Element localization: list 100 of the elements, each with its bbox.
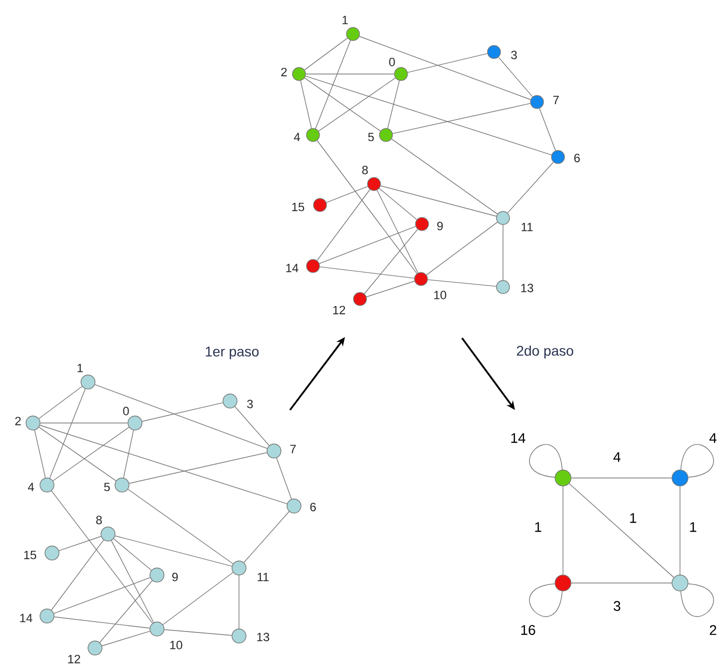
vertex-number: 12 [333, 306, 346, 314]
graph-edge [111, 540, 154, 623]
vertex-number: 4 [28, 482, 34, 492]
graph-vertex [232, 628, 246, 644]
vertex-number: 6 [310, 502, 316, 512]
graph-vertex [554, 470, 572, 486]
graph-edge [238, 575, 240, 629]
graph-vertex [353, 292, 367, 306]
vertex-number: 5 [104, 482, 110, 492]
vertex-number: 3 [247, 400, 253, 408]
graph-edge [319, 226, 416, 264]
graph-edge [316, 140, 418, 274]
graph-edge [234, 406, 270, 446]
graph-edge [300, 80, 312, 129]
graph-vertex [306, 128, 320, 142]
graph-edge [378, 188, 418, 220]
graph-vertex [415, 217, 429, 231]
vertex-number: 7 [290, 444, 296, 454]
graph-edge [427, 279, 497, 287]
graph-edge [99, 580, 153, 643]
vertex-number: 4 [294, 132, 300, 142]
graph-vertex [394, 67, 408, 81]
self-loop [529, 583, 563, 617]
graph-vertex [313, 198, 327, 212]
vertex-number: 15 [292, 202, 304, 212]
edge-weight: 1 [688, 521, 698, 533]
graph-vertex [292, 67, 306, 81]
vertex-number: 6 [574, 154, 580, 162]
self-loop [680, 444, 714, 478]
graph-vertex [346, 27, 360, 41]
graph-edge [316, 189, 370, 261]
vertex-number: 13 [257, 632, 270, 642]
graph-edge [38, 386, 82, 419]
edge-weight: 4 [612, 451, 622, 463]
graph-edge [380, 185, 497, 217]
graph-vertex [286, 498, 302, 514]
graph-edge [407, 53, 488, 73]
graph-edge [391, 138, 498, 214]
graph-vertex [551, 150, 565, 164]
graph-edge [162, 572, 234, 625]
graph-edge [502, 224, 504, 280]
graph-edge [54, 577, 150, 614]
graph-edge [326, 186, 368, 203]
graph-edge [94, 384, 268, 449]
vertex-number: 10 [170, 640, 182, 650]
graph-edge [244, 511, 290, 563]
graph-edge [51, 490, 153, 624]
graph-vertex [40, 478, 54, 492]
graph-edge [318, 78, 396, 132]
vertex-number: 12 [68, 654, 80, 664]
graph-edge [276, 458, 292, 500]
vertex-number: 2 [15, 416, 21, 426]
graph-edge [366, 280, 415, 298]
vertex-number: 2 [281, 68, 287, 76]
graph-edge [34, 430, 46, 478]
graph-edge [52, 426, 130, 482]
vertex-number: 13 [521, 284, 534, 292]
graph-vertex [88, 640, 102, 656]
graph-vertex [496, 280, 510, 294]
graph-edge [128, 488, 234, 564]
vertex-number: 14 [20, 614, 32, 622]
vertex-number: 3 [511, 50, 517, 60]
vertex-number: 0 [389, 58, 395, 66]
graph-vertex [496, 211, 510, 225]
graph-edge [498, 56, 533, 98]
graph-vertex [414, 272, 428, 286]
graph-edge [568, 483, 674, 578]
self-loop [680, 583, 714, 617]
graph-vertex [114, 478, 130, 492]
graph-edge [102, 630, 150, 646]
graph-edge [51, 540, 104, 610]
graph-edge [142, 402, 224, 422]
graph-edge [164, 629, 232, 636]
graph-vertex [379, 128, 393, 142]
vertex-number: 10 [434, 290, 446, 300]
graph-edge [304, 78, 381, 132]
graph-vertex [306, 259, 320, 273]
graph-edge [387, 80, 400, 129]
step-label: 2do paso [516, 345, 574, 359]
vertex-number: 11 [258, 572, 269, 582]
edge-weight: 16 [519, 624, 537, 636]
graph-vertex [128, 416, 142, 430]
graph-edge [113, 538, 152, 571]
graph-vertex [222, 394, 238, 408]
graph-edge [376, 190, 418, 274]
self-loop [529, 444, 563, 478]
graph-vertex [554, 574, 572, 592]
graph-vertex [40, 608, 54, 624]
graph-vertex [266, 444, 282, 458]
vertex-number: 14 [286, 264, 298, 272]
graph-vertex [150, 622, 164, 636]
graph-vertex [150, 568, 164, 582]
graph-vertex [367, 177, 381, 191]
graph-edge [539, 108, 556, 151]
vertex-number: 0 [123, 406, 129, 416]
graph-edge [507, 162, 554, 214]
graph-edge [304, 38, 348, 70]
graph-edge [123, 430, 134, 478]
graph-vertex [530, 95, 544, 109]
step-label: 1er paso [206, 346, 259, 360]
